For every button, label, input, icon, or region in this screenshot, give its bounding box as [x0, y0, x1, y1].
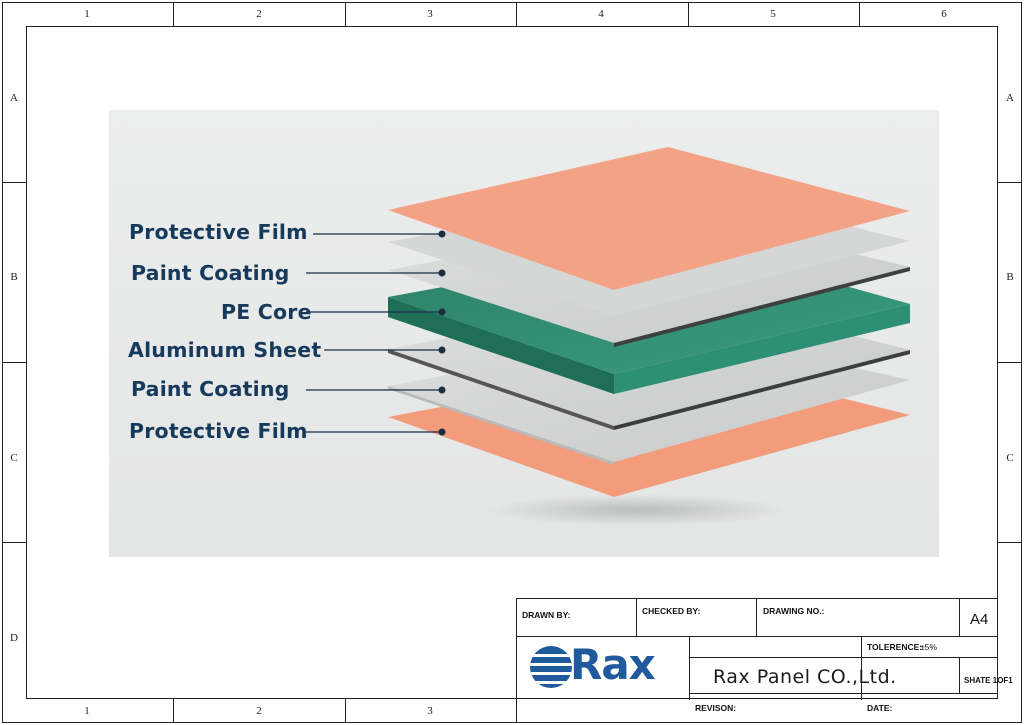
- leader-dot: [438, 386, 446, 394]
- title-block-rule: [756, 599, 757, 636]
- zone-row-label: C: [10, 452, 18, 464]
- grid-divider: [2, 542, 26, 543]
- zone-column-label: 5: [770, 8, 776, 20]
- layer-pe-core-side: [388, 297, 614, 394]
- leader-lines: [306, 233, 442, 433]
- grid-divider: [516, 2, 517, 26]
- grid-divider: [345, 2, 346, 26]
- title-block-rule: [689, 693, 997, 694]
- grid-divider: [998, 542, 1022, 543]
- grid-divider: [2, 182, 26, 183]
- grid-divider: [998, 362, 1022, 363]
- zone-row-label: D: [10, 632, 18, 644]
- layer-shadow: [487, 494, 787, 526]
- checked-by-label: CHECKED BY:: [642, 606, 701, 616]
- layer-stack-illustration: [306, 147, 910, 526]
- title-block-rule: [636, 599, 637, 636]
- label-protective-film-top: Protective Film: [129, 220, 308, 244]
- layer-paint-coating-bottom-edge: [388, 386, 614, 465]
- drawn-by-label: DRAWN BY:: [522, 610, 571, 620]
- layer-aluminum-sheet-edge: [614, 350, 910, 430]
- grid-divider: [345, 699, 346, 723]
- grid-divider: [688, 2, 689, 26]
- drawing-number-label: DRAWING NO.:: [763, 606, 825, 616]
- zone-column-label: 2: [256, 8, 262, 20]
- company-name: Rax Panel CO.,Ltd.: [713, 666, 897, 688]
- zone-row-label: A: [1006, 92, 1014, 104]
- title-block-rule: [959, 657, 960, 694]
- zone-column-label: 3: [427, 705, 433, 717]
- globe-icon: [530, 646, 572, 688]
- layer-aluminum-sheet-edge-front: [388, 349, 614, 430]
- zone-row-label: B: [1006, 271, 1014, 283]
- title-block-rule: [517, 636, 997, 637]
- leader-dot: [438, 428, 446, 436]
- label-protective-film-bottom: Protective Film: [129, 419, 308, 443]
- layer-diagram-panel: [109, 110, 939, 557]
- logo-wordmark: Rax: [570, 640, 656, 689]
- title-block-rule: [689, 636, 690, 700]
- grid-divider: [173, 2, 174, 26]
- leader-dot: [438, 308, 446, 316]
- grid-divider: [998, 182, 1022, 183]
- leader-dot: [438, 346, 446, 354]
- drawing-border-inner: [26, 26, 998, 699]
- leader-dot: [438, 230, 446, 238]
- zone-column-label: 4: [598, 8, 604, 20]
- label-pe-core: PE Core: [221, 300, 312, 324]
- sheet-number: SHATE 1OF1: [964, 676, 1013, 685]
- zone-row-label: B: [10, 271, 18, 283]
- layer-pe-core-side-right: [614, 304, 910, 394]
- sheet-size: A4: [970, 611, 989, 628]
- zone-row-label: C: [1006, 452, 1014, 464]
- company-logo: Rax: [529, 640, 679, 691]
- grid-divider: [173, 699, 174, 723]
- layer-protective-film-top: [388, 147, 910, 290]
- tolerance-value: ±5%: [920, 642, 937, 652]
- tolerance-label: TOLERENCE:: [867, 642, 923, 652]
- zone-column-label: 1: [84, 8, 90, 20]
- title-block-rule: [861, 636, 862, 700]
- layer-paint-coating-top-edge: [614, 267, 910, 347]
- zone-column-label: 6: [941, 8, 947, 20]
- zone-column-label: 3: [427, 8, 433, 20]
- revision-label: REVISON:: [695, 703, 737, 713]
- zone-row-label: A: [10, 92, 18, 104]
- label-aluminum-sheet: Aluminum Sheet: [128, 338, 322, 362]
- title-block-rule: [959, 599, 960, 636]
- title-block: DRAWN BY: CHECKED BY: DRAWING NO.: A4 TO…: [516, 598, 1013, 713]
- label-paint-coating-bottom: Paint Coating: [131, 377, 290, 401]
- grid-divider: [516, 699, 517, 723]
- leader-dots: [438, 230, 446, 436]
- leader-dot: [438, 269, 446, 277]
- label-paint-coating-top: Paint Coating: [131, 261, 290, 285]
- zone-column-label: 2: [256, 705, 262, 717]
- zone-column-label: 1: [84, 705, 90, 717]
- date-label: DATE:: [867, 703, 893, 713]
- title-block-rule: [689, 657, 997, 658]
- grid-divider: [2, 362, 26, 363]
- grid-divider: [859, 2, 860, 26]
